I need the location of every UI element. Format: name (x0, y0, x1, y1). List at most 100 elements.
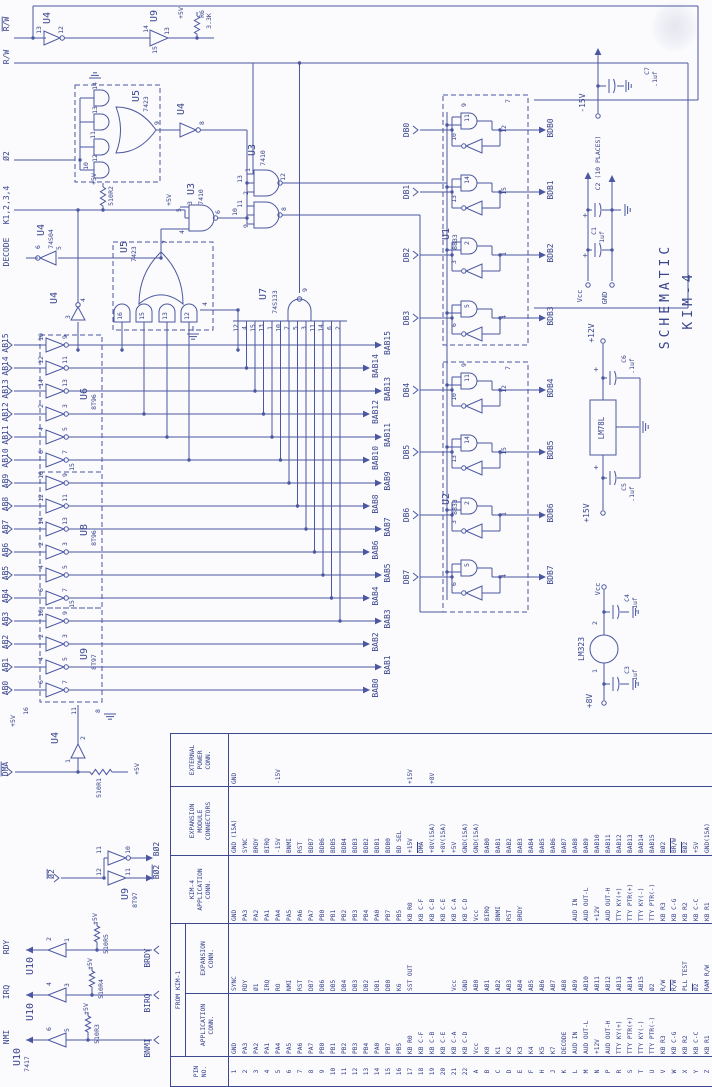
ic-pin: 6 (450, 582, 458, 586)
kim4-app-cell: PA6 (295, 856, 306, 924)
buffer-gate (46, 942, 67, 958)
ext-power-cell (306, 734, 317, 787)
pin-number: 5 (275, 1069, 282, 1074)
label: 1 (63, 938, 71, 942)
arrow-R (363, 456, 370, 464)
exp-module-cell: BNMI (284, 787, 295, 856)
ext-power-cell (559, 734, 570, 787)
kim4-app-cell: AUD OUT-H (603, 856, 614, 924)
address-input-label: AB13 (1, 379, 10, 398)
pin-number: D (506, 1069, 513, 1074)
exp-conn-cell: AB14 (625, 924, 636, 994)
pin-number: K (561, 1069, 568, 1074)
label: U5 (119, 241, 130, 253)
buffer-gate (464, 200, 483, 216)
input-connector (6, 478, 13, 488)
app-conn-cell: PA6 (295, 994, 306, 1057)
label: 3 (63, 983, 71, 987)
buffer-gate (70, 305, 86, 321)
kim4-app-cell: KB C-E (438, 856, 449, 924)
buffer-pin: 12 (37, 494, 45, 502)
buffer-gate (149, 29, 170, 47)
pin-number: 2 (242, 1069, 249, 1074)
buffer-gate (43, 30, 62, 46)
pin-number: 3 (253, 1069, 260, 1074)
exp-module-cell: BAB11 (603, 787, 614, 856)
ext-power-cell (691, 734, 702, 787)
and-gate (460, 434, 478, 452)
bab-output-label: BAB4 (371, 586, 380, 605)
arrow-R (375, 433, 382, 441)
inversion-bubble (59, 35, 65, 41)
db-input-label: DB4 (402, 383, 411, 398)
kim4-app-cell: PB2 (339, 856, 350, 924)
kim4-app-cell: TTY KY(-) (636, 856, 647, 924)
junction-dot (601, 476, 605, 480)
inversion-bubble (461, 331, 467, 337)
label: 7 (504, 99, 512, 103)
arrow-R (146, 854, 153, 862)
pin-number: Y (693, 1069, 700, 1074)
bdb-output-label: BDB1 (546, 180, 555, 199)
app-conn-cell: KB C-B (427, 994, 438, 1057)
address-input-label: AB5 (1, 566, 10, 581)
exp-module-cell: BAB15 (647, 787, 658, 856)
u7-pin: 2 (334, 326, 342, 330)
pin-number: L (572, 1069, 579, 1074)
kim4-app-cell (548, 856, 559, 924)
bdb-output-label: BDB5 (546, 440, 555, 459)
arrow-R (363, 410, 370, 418)
app-conn-cell: PA4 (273, 994, 284, 1057)
label: 1uf (598, 231, 606, 243)
label: 5 (55, 246, 63, 250)
input-connector (6, 386, 13, 396)
kim4-app-cell: PA4 (273, 856, 284, 924)
bab-output-label: BAB3 (383, 609, 392, 628)
buffer-pin: 7 (61, 450, 69, 454)
label: .1uf (651, 71, 659, 87)
and-gate (135, 303, 153, 323)
ic-pin: 4 (500, 574, 508, 578)
junction-dot (498, 388, 502, 392)
label: 6 (34, 245, 42, 249)
junction-dot (195, 36, 199, 40)
label: 11 (236, 200, 244, 208)
pin-number: 17 (407, 1067, 414, 1076)
exp-conn-cell: Vcc (449, 924, 460, 994)
label: BØ2 (151, 842, 161, 857)
label: 5 (63, 1028, 71, 1032)
label: 16 (22, 707, 30, 715)
exp-conn-cell: NMI (284, 924, 295, 994)
app-conn-cell: TTY KY(+) (614, 994, 625, 1057)
label: 1 (244, 168, 252, 172)
label: U2 (441, 493, 452, 505)
col-header-pin-no: PIN NO. (171, 1057, 229, 1086)
label: 9 (153, 121, 161, 125)
address-input-label: AB11 (1, 425, 10, 444)
buffer-pin: 3 (61, 634, 69, 638)
arrow-R (375, 663, 382, 671)
ext-power-cell (240, 734, 251, 787)
buffer-gate (45, 682, 66, 698)
label: Ø2 (46, 869, 56, 879)
junction-dot (445, 383, 449, 387)
exp-conn-cell: DB6 (317, 924, 328, 994)
ext-power-cell (537, 734, 548, 787)
exp-conn-cell (416, 924, 427, 994)
bdb-output-label: BDB3 (546, 306, 555, 325)
capacitor (599, 242, 602, 258)
junction-dot (101, 208, 105, 212)
ext-power-cell (482, 734, 493, 787)
regulator-circle (589, 634, 619, 664)
label: BNMI (143, 1038, 152, 1057)
label: 4 (201, 302, 209, 306)
pin-number: 6 (286, 1069, 293, 1074)
address-input-label: AB1 (1, 658, 10, 673)
ic-dashed-box (39, 334, 103, 473)
bab-output-label: BAB8 (371, 494, 380, 513)
app-conn-cell: PA5 (284, 994, 295, 1057)
pin-number: H (539, 1069, 546, 1074)
exp-conn-cell: DB3 (350, 924, 361, 994)
buffer-pin: 14 (37, 379, 45, 387)
label: BRDY (143, 948, 152, 967)
